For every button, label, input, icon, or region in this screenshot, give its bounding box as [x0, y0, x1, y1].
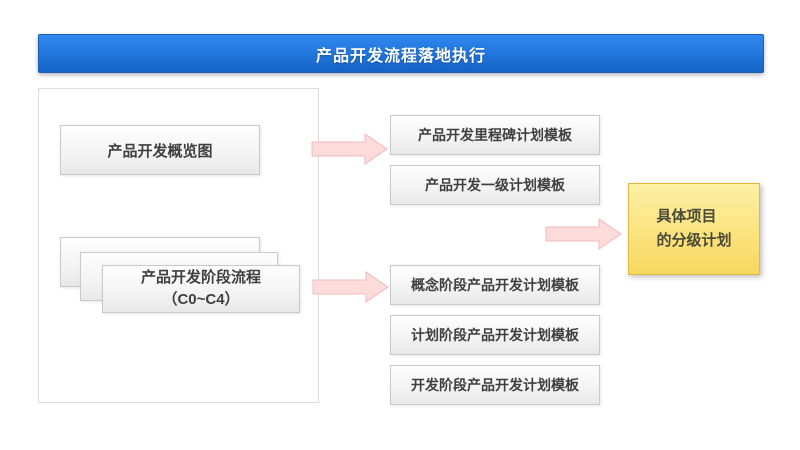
template-label: 开发阶段产品开发计划模板	[411, 377, 579, 393]
template-box-develop-stage-plan: 开发阶段产品开发计划模板	[390, 365, 600, 405]
template-box-concept-stage-plan: 概念阶段产品开发计划模板	[390, 265, 600, 305]
result-box-line2: 的分级计划	[656, 232, 732, 249]
overview-box-label: 产品开发概览图	[107, 142, 213, 160]
template-box-plan-stage-plan: 计划阶段产品开发计划模板	[390, 315, 600, 355]
template-label: 概念阶段产品开发计划模板	[411, 277, 579, 293]
result-box-project-tiered-plan: 具体项目 的分级计划	[628, 183, 760, 275]
template-box-level1-plan: 产品开发一级计划模板	[390, 165, 600, 205]
diagram-title-bar: 产品开发流程落地执行	[38, 34, 764, 73]
template-box-milestone-plan: 产品开发里程碑计划模板	[390, 115, 600, 155]
stage-flow-label-line1: 产品开发阶段流程	[140, 269, 261, 286]
template-label: 产品开发里程碑计划模板	[418, 127, 572, 143]
arrow-right-icon	[311, 133, 388, 165]
result-box-line1: 具体项目	[656, 208, 717, 225]
template-label: 产品开发一级计划模板	[425, 177, 565, 193]
stage-flow-label-line2: （C0~C4）	[162, 291, 240, 308]
overview-box: 产品开发概览图	[60, 125, 260, 175]
stage-flow-box: 产品开发阶段流程 （C0~C4）	[102, 265, 300, 313]
arrow-right-icon	[312, 271, 389, 303]
template-label: 计划阶段产品开发计划模板	[411, 327, 579, 343]
diagram-title: 产品开发流程落地执行	[315, 47, 486, 65]
arrow-right-icon	[545, 218, 622, 250]
